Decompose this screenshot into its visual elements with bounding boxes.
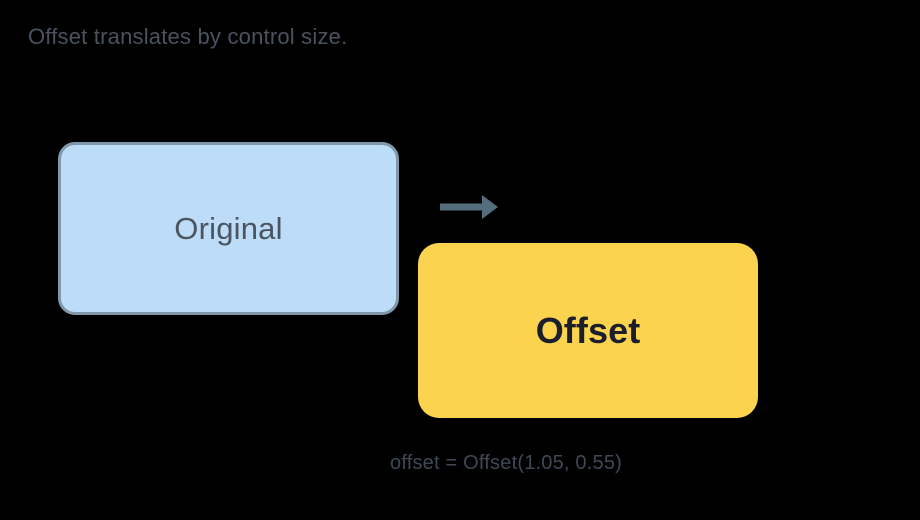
page-title: Offset translates by control size. (28, 24, 348, 49)
offset-box-label: Offset (535, 309, 641, 351)
arrow-right-icon (438, 192, 500, 222)
offset-control-box: Offset (418, 243, 758, 418)
original-box-label: Original (174, 211, 283, 246)
offset-caption: offset = Offset(1.05, 0.55) (390, 452, 623, 474)
original-control-box: Original (58, 142, 399, 315)
